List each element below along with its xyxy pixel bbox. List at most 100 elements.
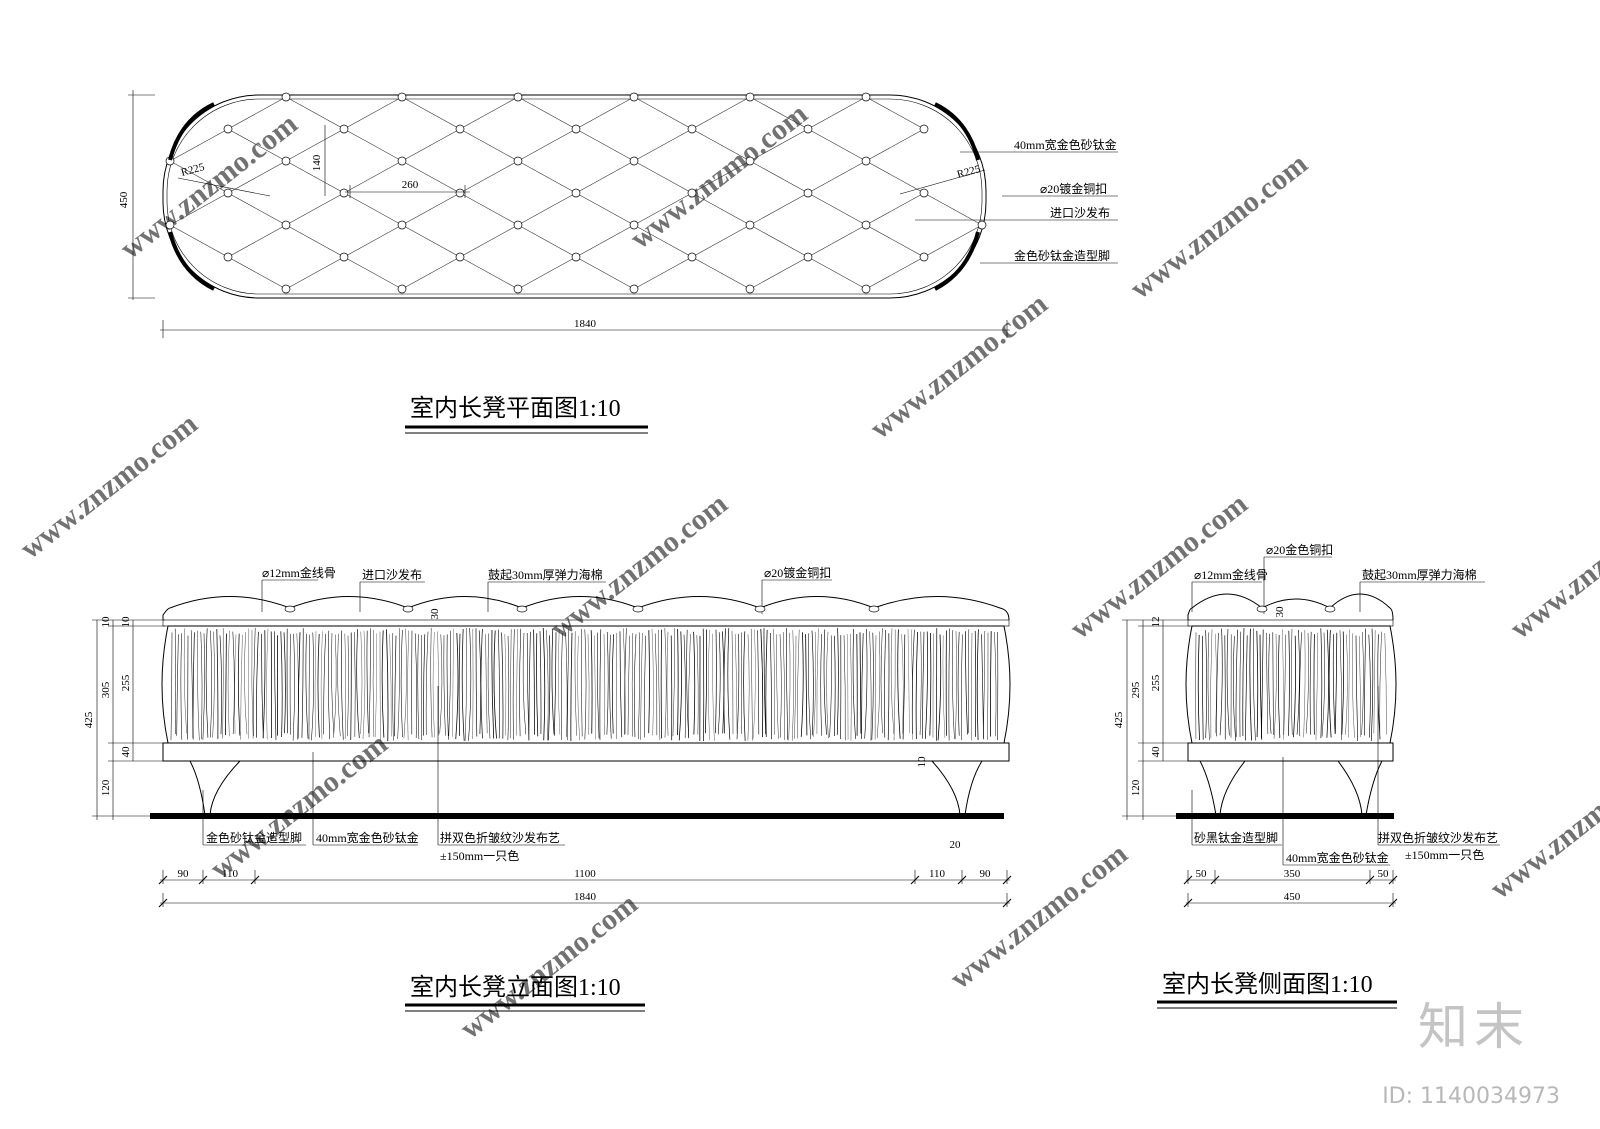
fabric-pleat <box>480 629 483 739</box>
fabric-pleat <box>237 633 241 736</box>
fabric-pleat <box>688 634 691 739</box>
tufting-seam <box>285 224 345 258</box>
fabric-pleat <box>464 628 467 741</box>
tufting-button <box>687 188 697 198</box>
tufting-seam <box>575 224 635 258</box>
tufting-seam <box>865 160 925 194</box>
tufting-seam <box>633 192 693 226</box>
fabric-pleat <box>1303 630 1306 738</box>
fabric-pleat <box>425 631 429 735</box>
fabric-pleat <box>301 628 304 738</box>
fabric-pleat <box>869 631 872 741</box>
tufting-button <box>281 156 291 166</box>
side-leg-height: 120 <box>1130 779 1142 796</box>
fabric-pleat <box>808 633 812 740</box>
fabric-pleat <box>240 634 243 740</box>
fabric-pleat <box>485 634 488 734</box>
tufting-seam <box>633 96 693 130</box>
tufting-seam <box>923 224 983 258</box>
fabric-pleat <box>957 631 960 736</box>
fabric-pleat <box>1291 628 1293 735</box>
tufting-seam <box>343 224 403 258</box>
fabric-pleat <box>929 633 932 736</box>
tufting-seam <box>691 160 751 194</box>
front-title: 室内长凳立面图1:10 <box>410 974 621 1001</box>
side-label-color-note: ±150mm一只色 <box>1405 848 1484 862</box>
fabric-pleat <box>1268 633 1272 734</box>
side-top-dim: 12 <box>1150 617 1162 628</box>
dim-tick <box>1210 875 1220 885</box>
fabric-pleat <box>407 630 409 741</box>
plan-right-gold-trim <box>934 102 980 161</box>
fabric-pleat <box>859 632 862 734</box>
fabric-pleat <box>847 633 849 740</box>
fabric-pleat <box>297 632 301 739</box>
fabric-pleat <box>1288 630 1290 736</box>
tufting-button <box>629 284 639 294</box>
plan-row-dim: 140 <box>311 154 323 171</box>
dim-tick <box>957 875 967 885</box>
front-label-foam: 鼓起30mm厚弹力海棉 <box>488 567 603 582</box>
fabric-pleat <box>1341 631 1345 735</box>
fabric-pleat <box>536 633 539 737</box>
fabric-pleat <box>1299 632 1302 737</box>
plan-callout-titanium-strip: 40mm宽金色砂钛金 <box>1014 137 1117 152</box>
front-cushion-button <box>754 605 766 613</box>
fabric-pleat <box>512 629 515 740</box>
fabric-pleat <box>443 635 446 736</box>
fabric-pleat <box>314 631 317 737</box>
fabric-pleat <box>554 632 557 736</box>
tufting-button <box>397 92 407 102</box>
fabric-pleat <box>678 631 683 741</box>
tufting-seam <box>633 256 693 290</box>
tufting-seam <box>749 256 809 290</box>
fabric-pleat <box>712 633 715 741</box>
tufting-seam <box>575 160 635 194</box>
front-total-height: 425 <box>83 711 95 728</box>
tufting-button <box>919 188 929 198</box>
tufting-button <box>919 252 929 262</box>
fabric-pleat <box>368 628 371 738</box>
tufting-button <box>397 156 407 166</box>
tufting-seam <box>865 128 925 162</box>
tufting-seam <box>807 224 867 258</box>
fabric-pleat <box>820 634 822 736</box>
fabric-pleat <box>274 631 277 741</box>
tufting-button <box>571 252 581 262</box>
front-leg-height: 120 <box>100 779 112 796</box>
tufting-button <box>861 220 871 230</box>
tufting-seam <box>459 224 519 258</box>
fabric-pleat <box>372 629 375 737</box>
fabric-pleat <box>919 631 922 736</box>
front-left-leg <box>189 760 241 816</box>
side-base-plinth <box>1187 742 1394 762</box>
fabric-pleat <box>504 633 507 736</box>
fabric-pleat <box>516 628 518 736</box>
tufting-button <box>223 124 233 134</box>
dim-tick <box>1365 875 1375 885</box>
fabric-pleat <box>439 634 443 734</box>
fabric-pleat <box>587 634 590 735</box>
fabric-pleat <box>261 633 264 739</box>
watermark-text: www.znzmo.com <box>864 287 1054 445</box>
tufting-button <box>281 284 291 294</box>
side-inner-height: 255 <box>1150 674 1162 691</box>
fabric-pleat <box>813 631 816 737</box>
fabric-pleat <box>776 634 779 739</box>
fabric-pleat <box>603 634 606 736</box>
fabric-pleat <box>519 628 522 737</box>
fabric-pleat <box>597 632 600 739</box>
fabric-pleat <box>344 633 346 739</box>
watermark-text: www.znzmo.com <box>14 407 204 565</box>
fabric-pleat <box>366 630 369 734</box>
fabric-pleat <box>176 634 179 736</box>
fabric-pleat <box>1261 629 1264 738</box>
fabric-pleat <box>760 628 764 738</box>
fabric-pleat <box>658 629 661 741</box>
tufting-seam <box>517 160 577 194</box>
fabric-pleat <box>1334 632 1338 734</box>
fabric-pleat <box>350 632 352 741</box>
fabric-pleat <box>915 631 918 739</box>
fabric-pleat <box>1239 631 1242 737</box>
